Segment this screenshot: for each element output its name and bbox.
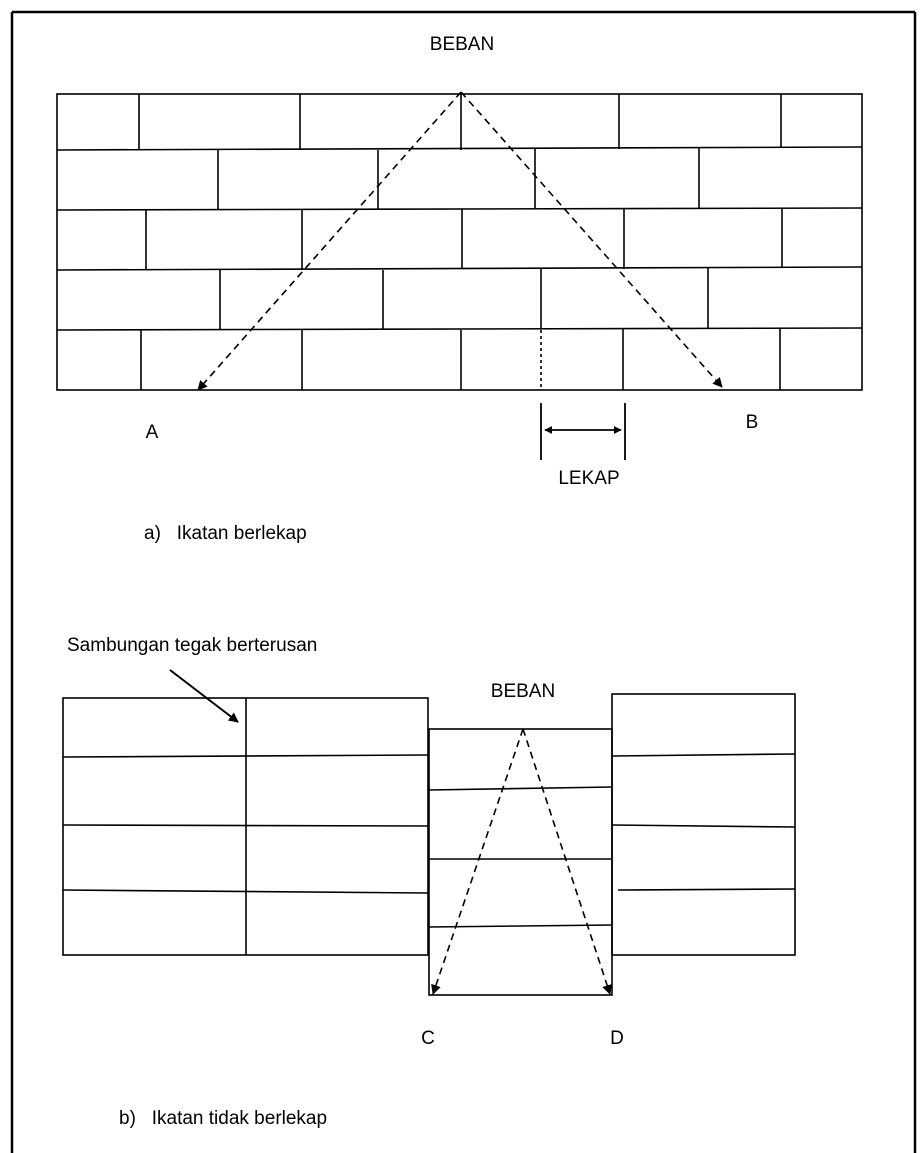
load-label-b: BEBAN: [491, 681, 555, 702]
course-joint: [56, 266, 863, 271]
load-spread-b: [431, 728, 612, 995]
course-joint: [62, 889, 429, 894]
bonded-wall: [56, 93, 863, 391]
point-a-label: A: [146, 422, 159, 443]
course-joint: [611, 753, 796, 757]
overlap-dimension: [540, 403, 626, 460]
caption-b: b) Ikatan tidak berlekap: [119, 1108, 327, 1129]
wall-a-outline: [56, 93, 863, 391]
course-joint: [56, 327, 863, 331]
overlap-label: LEKAP: [558, 468, 619, 489]
course-joint: [617, 888, 796, 891]
point-c-label: C: [421, 1028, 435, 1049]
callout-arrow: [169, 669, 239, 723]
middle-column: [428, 728, 613, 996]
course-joint: [56, 207, 863, 211]
course-joint: [62, 824, 429, 827]
right-block: [611, 693, 796, 956]
load-arrow-to-b: [460, 91, 723, 388]
callout-label: Sambungan tegak berterusan: [67, 635, 317, 656]
load-label-a: BEBAN: [430, 34, 494, 55]
point-b-label: B: [746, 412, 759, 433]
unbonded-wall: [62, 693, 796, 996]
course-joint: [62, 754, 429, 758]
load-spread-a: [197, 91, 723, 391]
course-joint: [428, 786, 613, 791]
load-arrow-to-d: [522, 728, 612, 995]
course-joint: [428, 924, 613, 928]
caption-a: a) Ikatan berlekap: [144, 523, 307, 544]
load-arrow-to-a: [197, 91, 462, 391]
point-d-label: D: [610, 1028, 624, 1049]
course-joint: [611, 824, 796, 828]
page-border: [10, 10, 917, 1153]
load-arrow-to-c: [431, 728, 524, 995]
course-joint: [56, 146, 863, 151]
